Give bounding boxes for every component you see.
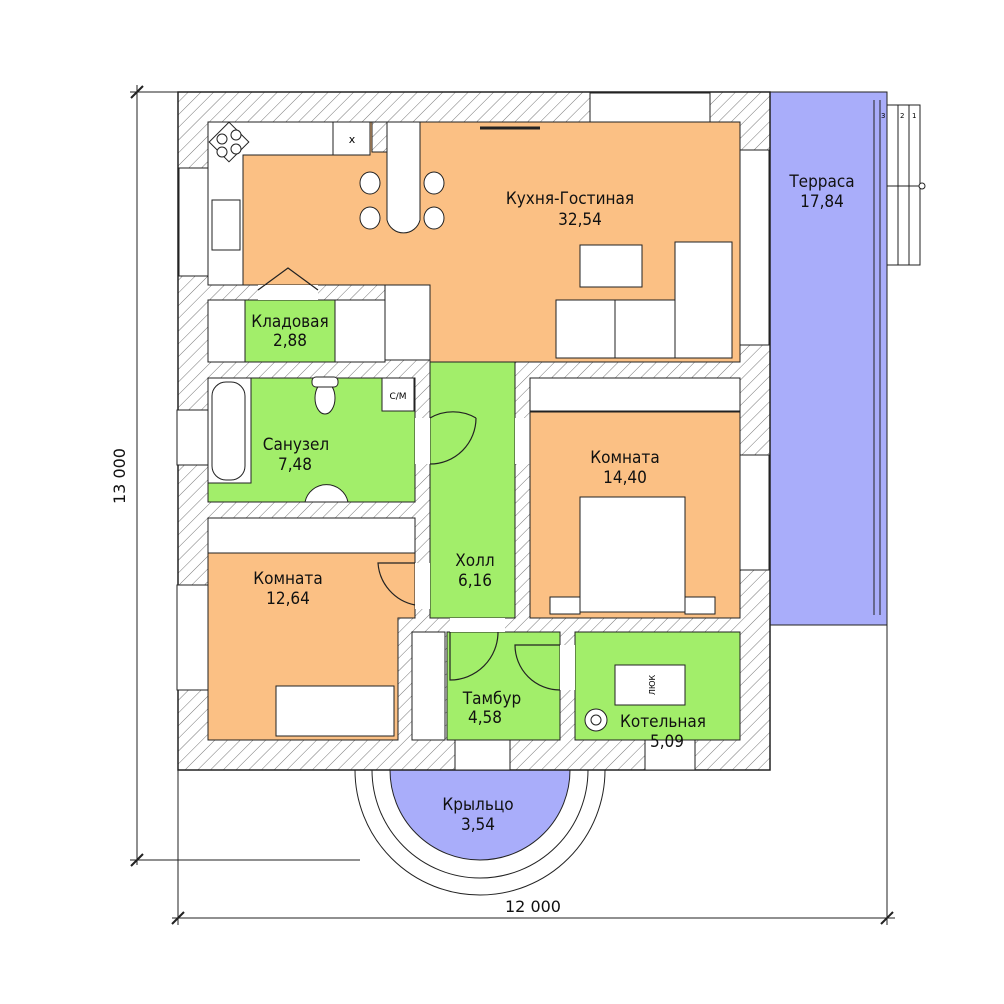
porch-area (354, 769, 606, 896)
svg-text:x: x (349, 133, 356, 146)
floor-hatch (614, 664, 686, 706)
room-area: 5,09 (650, 732, 684, 752)
room-name: Тамбур (462, 689, 521, 709)
svg-text:1: 1 (912, 112, 916, 120)
svg-text:С/М: С/М (389, 392, 406, 402)
sink-icon (304, 484, 349, 503)
room-area: 3,54 (461, 815, 495, 835)
svg-text:2: 2 (900, 112, 904, 120)
room-name: Кладовая (251, 312, 329, 332)
room-area: 6,16 (458, 571, 492, 591)
hall-area (429, 361, 516, 619)
room-area: 32,54 (558, 210, 602, 230)
bed-single (275, 685, 395, 737)
room-name: Терраса (788, 172, 854, 192)
room-area: 17,84 (800, 192, 844, 212)
bed-double (579, 496, 686, 613)
room-name: Санузел (263, 435, 329, 455)
room-name: Крыльцо (442, 795, 513, 815)
bar-stools (359, 171, 445, 230)
room-area: 14,40 (603, 468, 647, 488)
room-area: 7,48 (278, 455, 312, 475)
fireplace (384, 284, 431, 361)
dimension-height: 13 000 (110, 85, 360, 867)
room-name: Котельная (620, 712, 706, 732)
pantry-area (244, 299, 336, 363)
bar-counter (386, 121, 421, 234)
room-name: Холл (455, 551, 494, 571)
room-area: 4,58 (468, 708, 502, 728)
svg-text:13 000: 13 000 (110, 448, 129, 504)
room-area: 2,88 (273, 331, 307, 351)
vestibule-area (446, 631, 561, 741)
terrace-stairs: 3 2 1 (881, 104, 926, 266)
stove-icon (208, 121, 250, 163)
dimension-width: 12 000 (171, 625, 895, 925)
kitchen-sink-icon (211, 199, 241, 251)
svg-text:3: 3 (881, 112, 885, 120)
svg-text:12 000: 12 000 (505, 897, 561, 916)
room-name: Комната (253, 569, 322, 589)
svg-text:ЛЮК: ЛЮК (648, 675, 657, 696)
terrace-area (769, 91, 888, 626)
room-area: 12,64 (266, 589, 310, 609)
room-name: Комната (590, 448, 659, 468)
room-name: Кухня-Гостиная (506, 189, 634, 209)
washer-icon (381, 377, 415, 412)
coffee-table (579, 244, 643, 288)
